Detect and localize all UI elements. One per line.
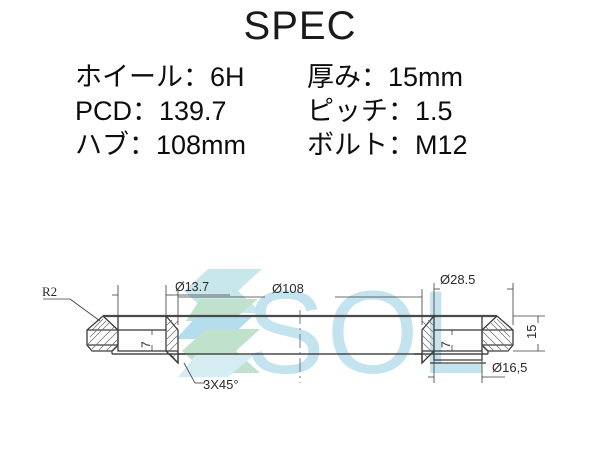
section-hatching-right-inner xyxy=(421,319,434,358)
section-hatching-right xyxy=(481,318,513,352)
spec-row-wheel: ホイール：6H xyxy=(75,62,245,92)
spec-row-hub: ハブ：108mm xyxy=(75,130,247,160)
spec-column-left: ホイール：6H PCD：139.7 ハブ：108mm xyxy=(75,60,307,162)
spacer-body-outline-right xyxy=(414,315,514,365)
dim-label-depth-7-right: 7 xyxy=(439,341,453,348)
dimension-thickness-15 xyxy=(513,315,545,352)
dim-label-boss-28-5: Ø28.5 xyxy=(440,272,475,287)
leader-chamfer xyxy=(183,362,205,384)
dimension-bore-13-7 xyxy=(112,285,230,335)
technical-drawing: Ø13.7 Ø108 Ø28.5 xyxy=(0,255,600,450)
dim-label-hole-16-5: Ø16,5 xyxy=(492,360,527,375)
dim-label-r2: R2 xyxy=(42,284,57,299)
spec-table: ホイール：6H PCD：139.7 ハブ：108mm 厚み：15mm ピッチ：1… xyxy=(0,60,600,162)
dim-label-bore-13-7: Ø13.7 xyxy=(175,280,209,294)
page-title: SPEC xyxy=(243,4,357,48)
dimension-boss-28-5 xyxy=(433,283,514,330)
spec-row-thickness: 厚み：15mm xyxy=(307,62,464,92)
spacer-body-outline xyxy=(86,314,497,365)
dim-label-thickness-15: 15 xyxy=(524,325,539,339)
dim-label-depth-7-left: 7 xyxy=(139,341,153,348)
leader-r2 xyxy=(43,298,101,322)
spec-row-bolt: ボルト：M12 xyxy=(307,130,468,160)
dim-label-hub-108: Ø108 xyxy=(272,281,304,296)
section-hatching-left xyxy=(87,318,119,352)
dimension-hole-16-5 xyxy=(428,360,505,383)
spec-row-pitch: ピッチ：1.5 xyxy=(307,96,453,126)
spec-row-pcd: PCD：139.7 xyxy=(75,96,227,126)
spec-column-right: 厚み：15mm ピッチ：1.5 ボルト：M12 xyxy=(307,60,525,162)
dimension-hub-108 xyxy=(177,289,423,325)
section-hatching-left-inner xyxy=(166,319,179,358)
dim-label-chamfer: 3X45° xyxy=(203,377,239,392)
